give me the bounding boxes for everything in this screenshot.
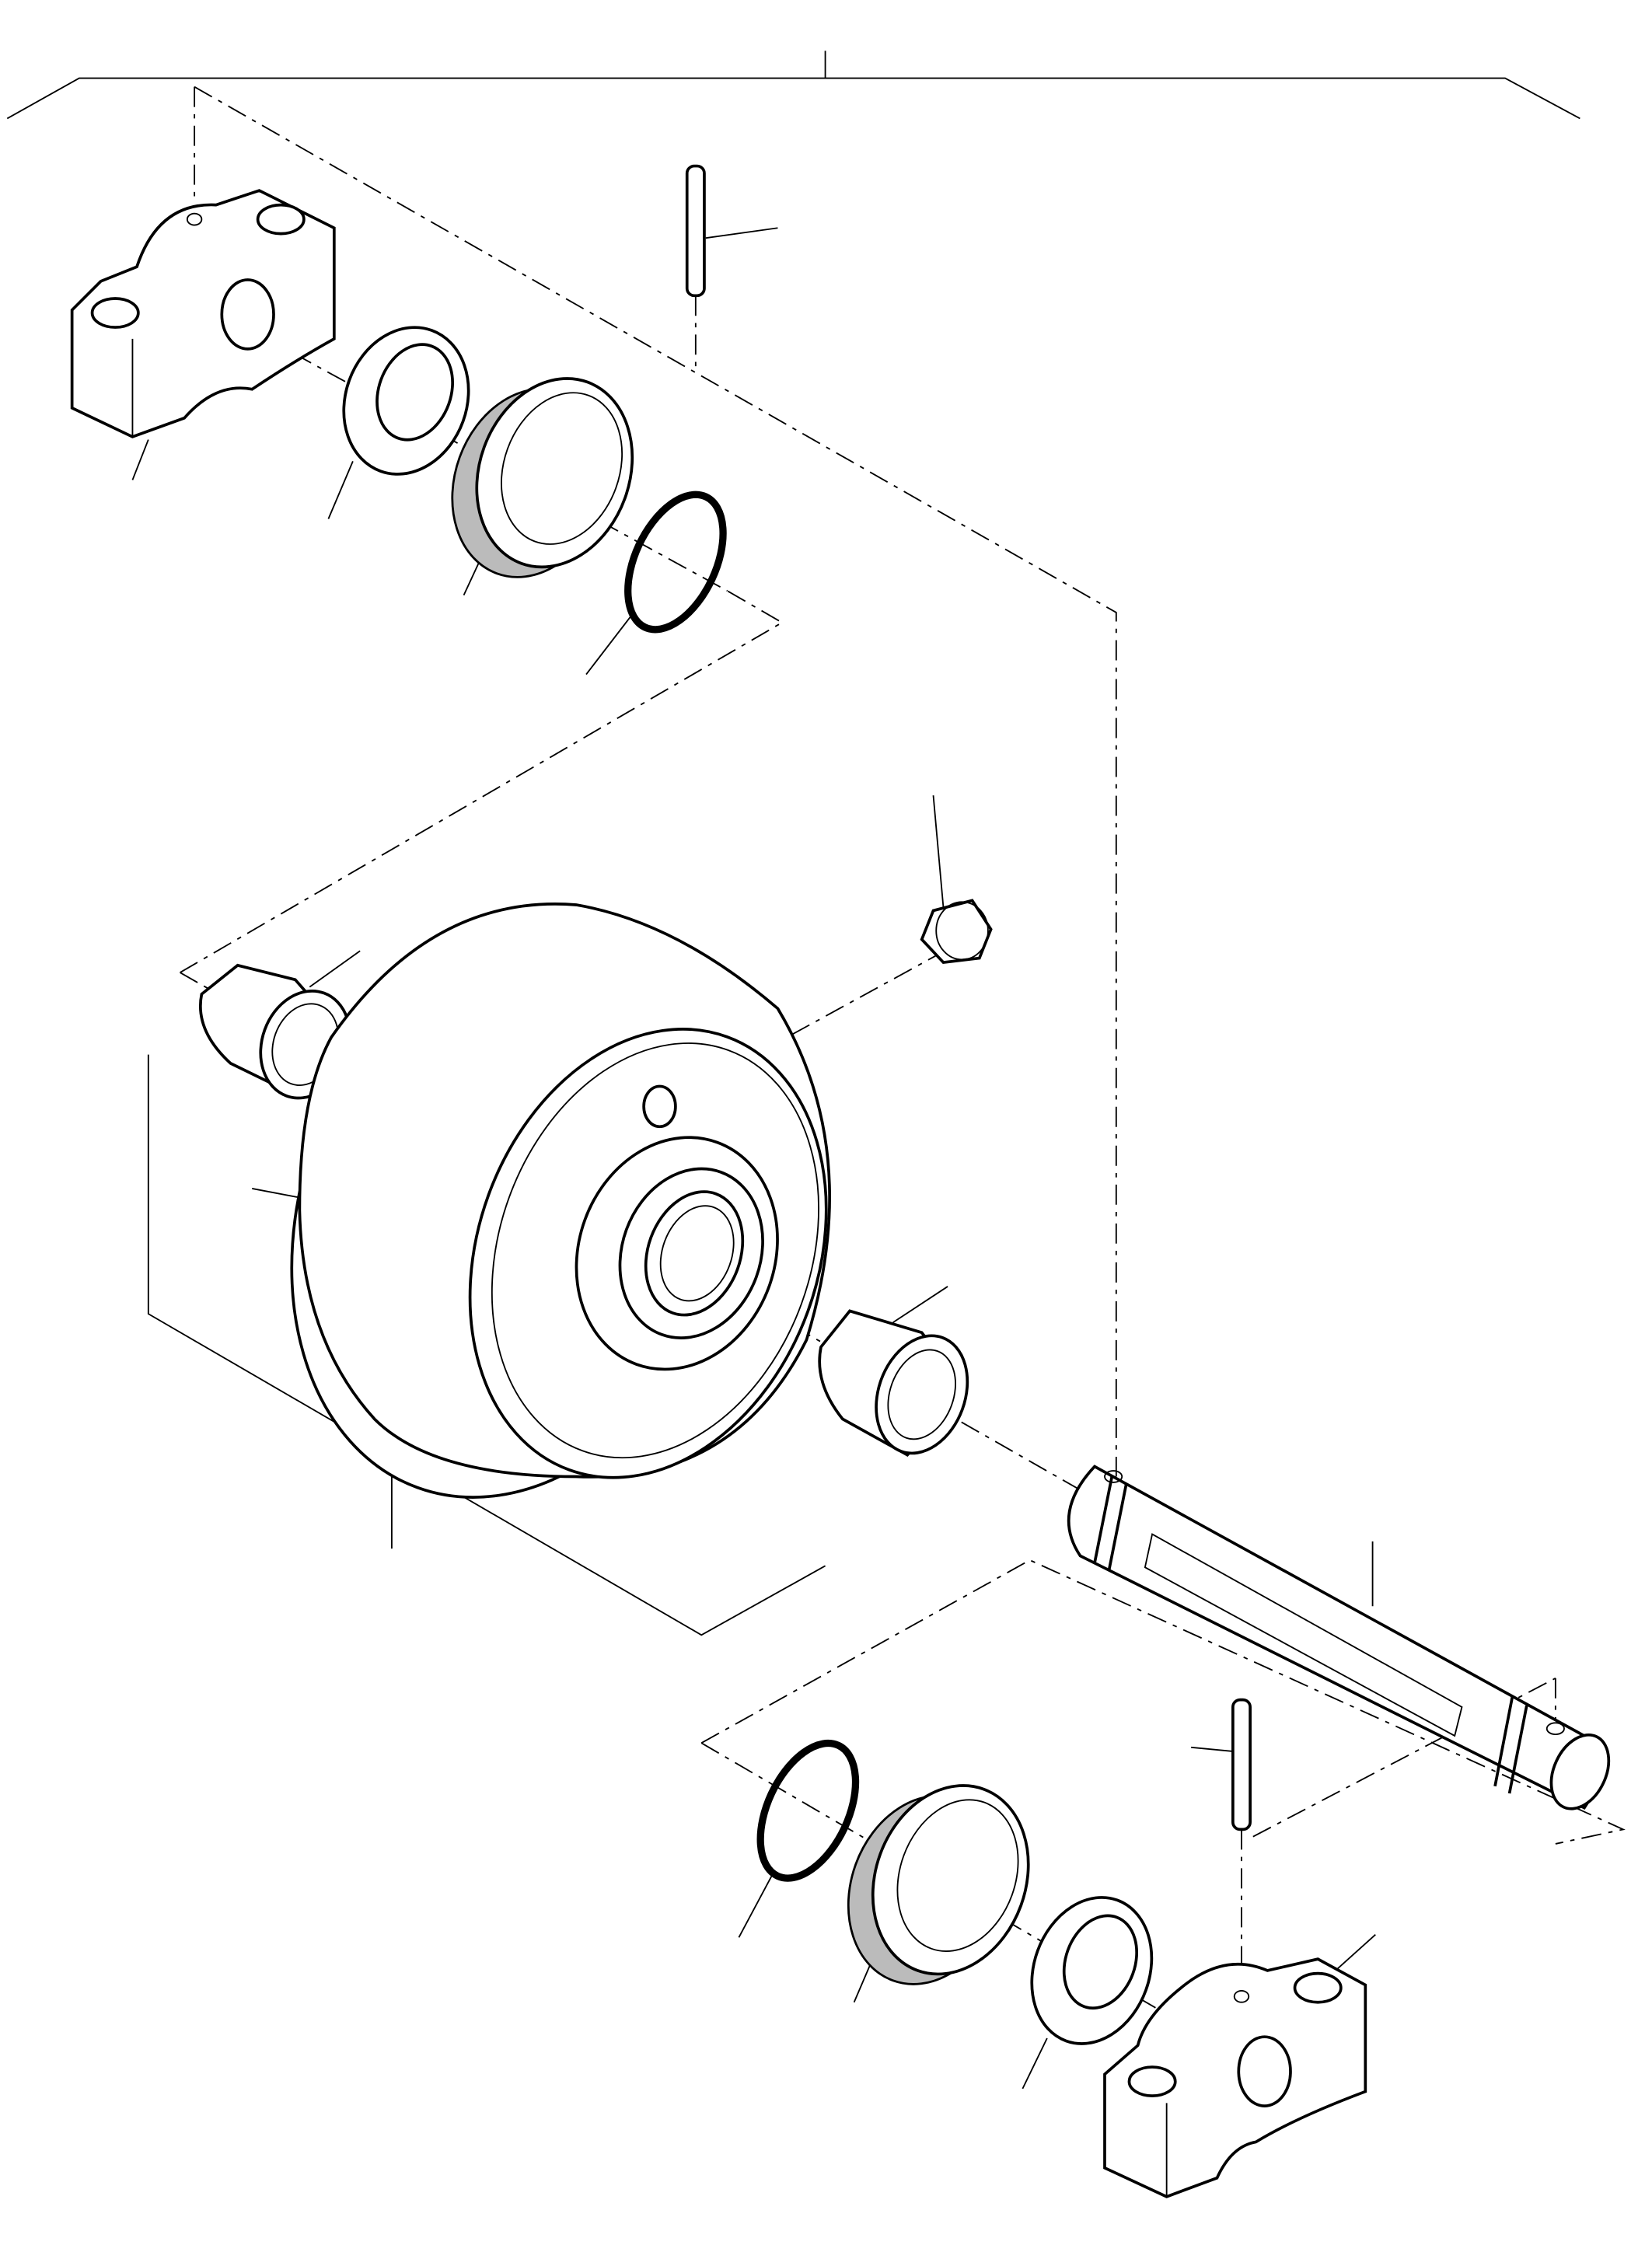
- bushing-left: [198, 963, 352, 1100]
- seal-top: [451, 377, 634, 578]
- washer-top: [342, 326, 470, 476]
- shaft: [1067, 1465, 1611, 1810]
- seal-bottom: [847, 1784, 1030, 1985]
- leader-lines: [131, 227, 1376, 2090]
- washer-bottom: [1030, 1896, 1154, 2045]
- wheel: [290, 903, 831, 1499]
- bracket-top: [70, 189, 336, 438]
- o-ring-top: [624, 491, 727, 634]
- bushing-right: [818, 1309, 969, 1458]
- bracket-bottom: [1103, 1957, 1367, 2198]
- plug: [920, 899, 993, 965]
- pin-bottom: [1231, 1698, 1252, 1831]
- o-ring-bottom: [756, 1739, 860, 1882]
- pin-top: [685, 164, 706, 298]
